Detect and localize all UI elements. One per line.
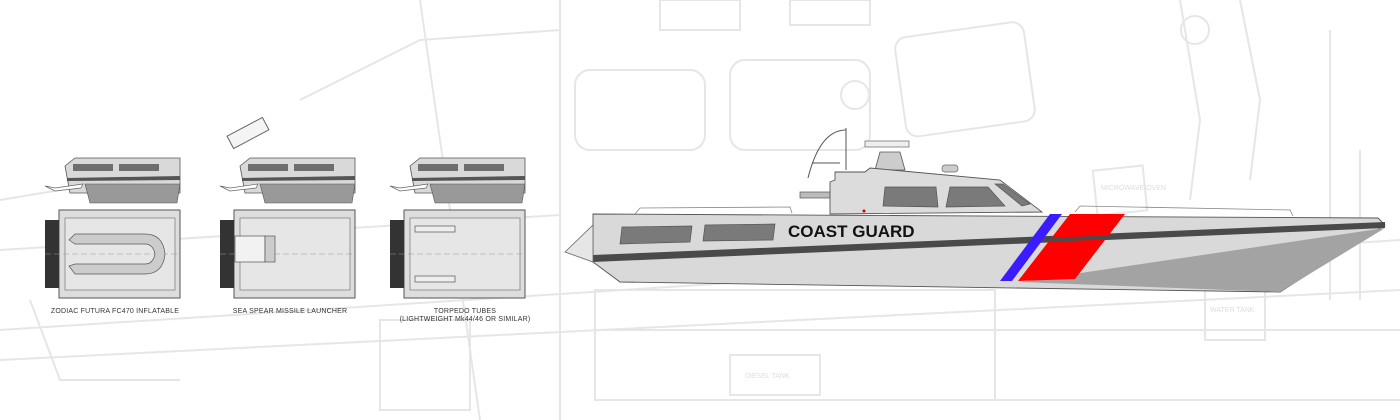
bg-label-diesel-tank: DIESEL TANK [745,373,790,380]
hull-text-coast-guard: COAST GUARD [788,222,915,241]
deck-railing [634,205,1294,217]
caption-inflatable: ZODIAC FUTURA FC470 INFLATABLE [50,308,180,315]
torpedo-top-view [389,209,526,299]
missile-side-view [219,116,356,204]
cabin-window [882,186,939,208]
gun-barrel [864,140,910,148]
bg-label-water-tank: WATER TANK [1210,307,1255,314]
bg-label-microwave: MICROWAVE OVEN [1101,185,1166,192]
mast [807,128,847,179]
hull-lower-bow [1020,228,1385,292]
caption-missile-launcher: SEA SPEAR MISSILE LAUNCHER [232,308,348,315]
hull-window [702,223,776,242]
hull-window [619,225,693,245]
caption-torpedo-line1: TORPEDO TUBES [433,308,497,315]
inflatable-top-view [44,209,181,299]
cabin-window [945,186,1006,208]
missile-top-view [219,209,356,299]
rub-rail-stripe [593,222,1385,262]
windshield [994,183,1031,207]
swim-platform [564,224,594,263]
blue-stripe [1000,214,1062,281]
gun-turret [874,151,906,171]
caption-torpedo-line2: (LIGHTWEIGHT Mk44/46 OR SIMILAR) [399,316,531,323]
radar-dome [941,164,959,173]
red-stripe [1018,214,1125,281]
navigation-light [862,209,866,213]
